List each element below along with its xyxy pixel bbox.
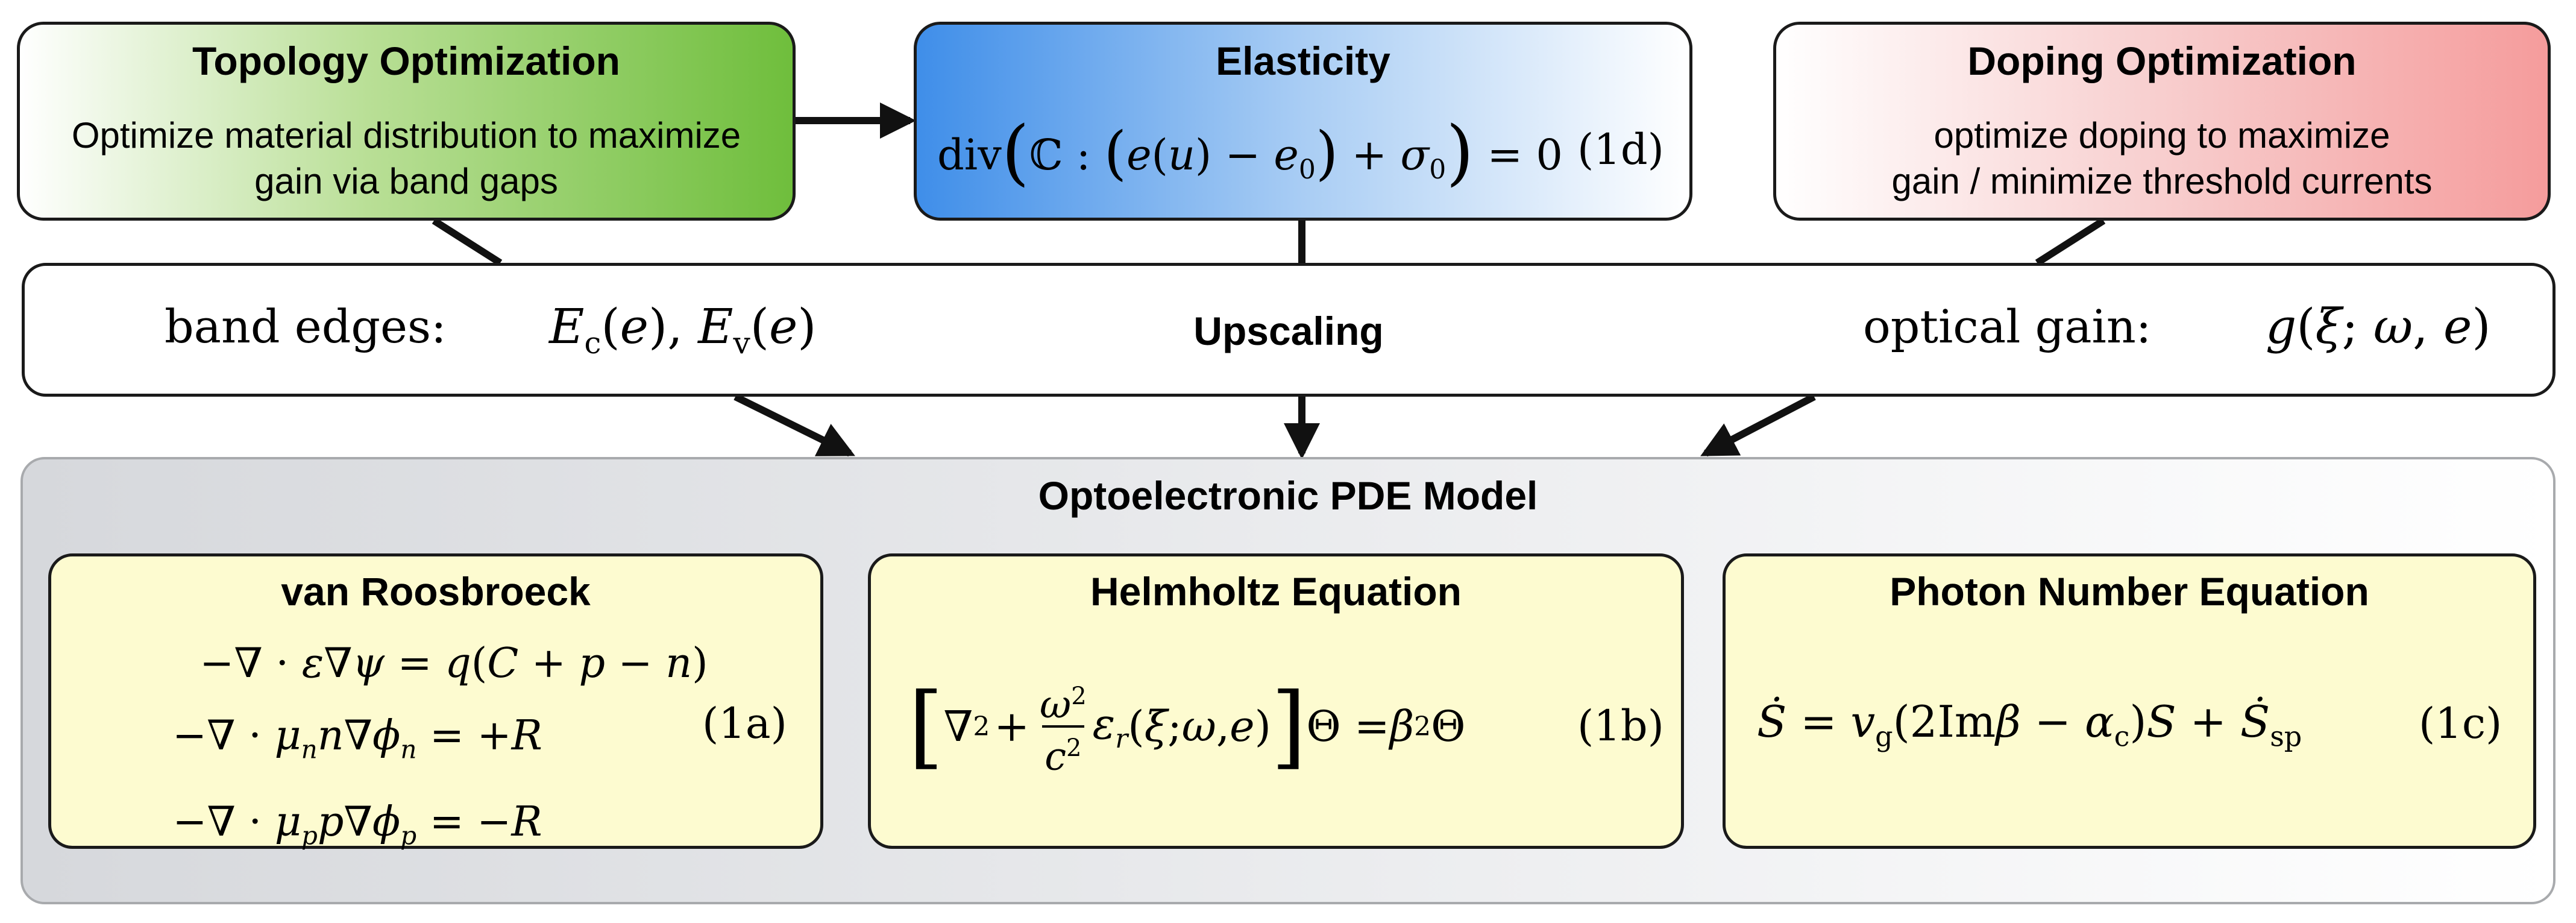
arrow-upscaling-to-pde-right bbox=[1700, 393, 1816, 457]
photon-number-equation: Ṡ = vg(2Imβ − αc)S + Ṡsp bbox=[1757, 696, 2302, 753]
van-roosbroeck-title: van Roosbroeck bbox=[281, 569, 591, 614]
elasticity-box: Elasticity div(ℂ : (e(u) − e0) + σ0) = 0… bbox=[914, 22, 1692, 221]
van-roosbroeck-box: van Roosbroeck −∇ · ε∇ψ = q(C + p − n) −… bbox=[48, 553, 823, 850]
photon-number-equation-box: Photon Number Equation Ṡ = vg(2Imβ − αc)… bbox=[1723, 553, 2536, 849]
hole-continuity-equation: −∇ · μpp∇ϕp = −R bbox=[172, 798, 542, 851]
topology-description-line-2: gain via band gaps bbox=[254, 161, 558, 201]
optical-gain-label: optical gain: bbox=[1863, 300, 2152, 353]
helmholtz-equation-number: (1b) bbox=[1577, 701, 1664, 751]
band-edges-label: band edges: bbox=[165, 300, 447, 353]
doping-description-line-2: gain / minimize threshold currents bbox=[1891, 161, 2433, 201]
photon-number-equation-number: (1c) bbox=[2419, 699, 2502, 748]
optical-gain-expression: g(ξ; ω, e) bbox=[2266, 298, 2491, 354]
van-roosbroeck-equations: −∇ · ε∇ψ = q(C + p − n) −∇ · μnn∇ϕn = +R… bbox=[51, 628, 820, 872]
helmholtz-equation-box: Helmholtz Equation [∇2 + ω2 c2 εr(ξ; ω, … bbox=[868, 553, 1684, 849]
photon-number-title: Photon Number Equation bbox=[1890, 569, 2369, 614]
pde-model-title: Optoelectronic PDE Model bbox=[1038, 473, 1538, 518]
doping-optimization-title: Doping Optimization bbox=[1967, 39, 2357, 83]
topology-optimization-description: Optimize material distribution to maximi… bbox=[20, 113, 793, 204]
topology-optimization-box: Topology Optimization Optimize material … bbox=[17, 22, 796, 221]
line-doping-to-upscaling bbox=[2035, 217, 2106, 266]
doping-optimization-description: optimize doping to maximize gain / minim… bbox=[1776, 113, 2548, 204]
elasticity-equation: div(ℂ : (e(u) − e0) + σ0) = 0 bbox=[937, 110, 1563, 194]
helmholtz-title: Helmholtz Equation bbox=[1090, 569, 1462, 614]
topology-optimization-title: Topology Optimization bbox=[192, 39, 620, 83]
doping-description-line-1: optimize doping to maximize bbox=[1934, 115, 2390, 156]
elasticity-title: Elasticity bbox=[1216, 39, 1390, 83]
line-topology-to-upscaling bbox=[432, 217, 503, 266]
upscaling-title: Upscaling bbox=[1193, 309, 1384, 353]
band-edges-expression: Ec(e), Ev(e) bbox=[549, 298, 817, 361]
van-roosbroeck-equation-number: (1a) bbox=[702, 699, 787, 748]
upscaling-bar: band edges: Ec(e), Ev(e) Upscaling optic… bbox=[22, 263, 2556, 397]
poisson-equation: −∇ · ε∇ψ = q(C + p − n) bbox=[199, 640, 708, 687]
arrow-upscaling-to-pde-left bbox=[734, 393, 855, 457]
doping-optimization-box: Doping Optimization optimize doping to m… bbox=[1773, 22, 2551, 221]
elasticity-equation-number: (1d) bbox=[1577, 125, 1664, 174]
electron-continuity-equation: −∇ · μnn∇ϕn = +R bbox=[172, 712, 542, 764]
topology-description-line-1: Optimize material distribution to maximi… bbox=[71, 115, 741, 156]
